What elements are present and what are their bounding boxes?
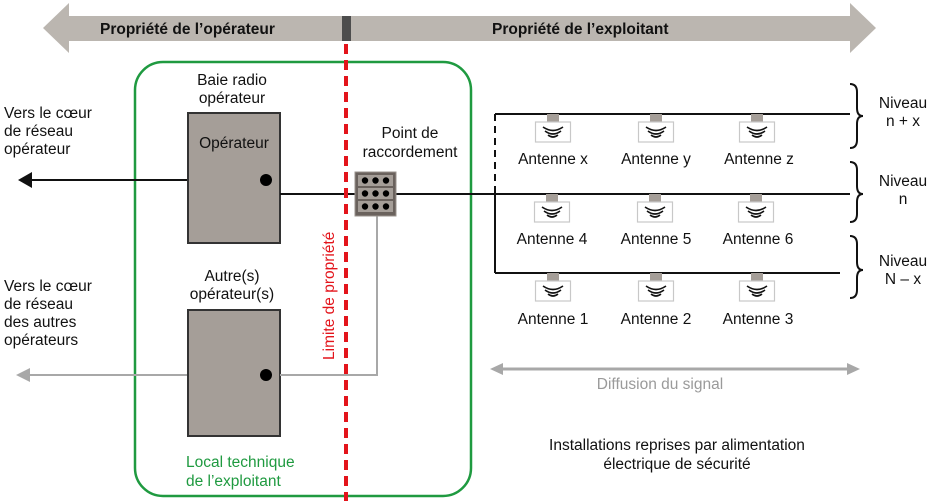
others-core-line1: Vers le cœur — [4, 278, 92, 295]
others-rack-title-line2: opérateur(s) — [190, 286, 274, 303]
antenna-2-label: Antenne 2 — [621, 311, 692, 328]
others-rack[interactable] — [187, 309, 281, 437]
property-limit-label: Limite de propriété — [321, 232, 338, 360]
connection-point-label-line1: Point de — [382, 125, 439, 142]
antenna-6[interactable] — [737, 193, 775, 223]
antenna-y[interactable] — [637, 113, 675, 143]
connection-point-panel[interactable] — [354, 171, 397, 217]
antenna-z-label: Antenne z — [724, 151, 794, 168]
antenna-1-label: Antenne 1 — [518, 311, 589, 328]
others-feeder-line — [280, 214, 378, 376]
operator-rack-title-line2: opérateur — [199, 90, 265, 107]
operator-property-label: Propriété de l’opérateur — [100, 21, 275, 38]
operator-core-line2: de réseau — [4, 123, 73, 140]
exploitant-property-label: Propriété de l’exploitant — [492, 21, 669, 38]
antenna-y-label: Antenne y — [621, 151, 691, 168]
operator-exploitant-bar — [351, 16, 850, 41]
local-label-line2: de l’exploitant — [186, 473, 281, 490]
level-n-line2: n — [899, 191, 908, 208]
others-core-line3: des autres — [4, 314, 77, 331]
local-technique-box — [133, 60, 473, 498]
antenna-4-label: Antenne 4 — [517, 231, 588, 248]
level-n-plus-x-line2: n + x — [886, 113, 920, 130]
operator-core-arrow-icon — [18, 172, 32, 188]
operator-rack-title-line1: Baie radio — [197, 72, 267, 89]
operator-core-line1: Vers le cœur — [4, 105, 92, 122]
left-arrow-head — [43, 3, 69, 53]
antenna-x[interactable] — [534, 113, 572, 143]
local-label-line1: Local technique — [186, 454, 295, 471]
antenna-1[interactable] — [534, 272, 572, 302]
antenna-3-label: Antenne 3 — [723, 311, 794, 328]
others-rack-port — [260, 369, 272, 381]
footer-note-line2: électrique de sécurité — [603, 456, 750, 473]
level-n-plus-x-line1: Niveau — [879, 95, 927, 112]
antenna-5[interactable] — [636, 193, 674, 223]
level-n-brace-icon — [849, 161, 864, 223]
operator-rack-port — [260, 174, 272, 186]
others-core-line2: de réseau — [4, 296, 73, 313]
others-core-line4: opérateurs — [4, 332, 78, 349]
level-n-minus-x-brace-icon — [849, 235, 864, 299]
antenna-4[interactable] — [533, 193, 571, 223]
antenna-2[interactable] — [637, 272, 675, 302]
level-n-plus-x-brace-icon — [849, 83, 864, 149]
antenna-6-label: Antenne 6 — [723, 231, 794, 248]
operator-property-bar — [69, 16, 342, 41]
operator-rack-label: Opérateur — [199, 135, 269, 152]
others-rack-title-line1: Autre(s) — [204, 268, 259, 285]
signal-diffusion-label: Diffusion du signal — [597, 376, 723, 393]
right-arrow-head — [850, 3, 876, 53]
signal-diffusion-arrow — [490, 363, 860, 375]
ownership-bar: Propriété de l’opérateur Propriété de l’… — [43, 3, 876, 53]
antenna-z[interactable] — [738, 113, 776, 143]
antenna-3[interactable] — [738, 272, 776, 302]
connection-point-label-line2: raccordement — [363, 144, 458, 161]
footer-note-line1: Installations reprises par alimentation — [549, 437, 805, 454]
antenna-5-label: Antenne 5 — [621, 231, 692, 248]
others-core-arrow-icon — [16, 368, 30, 382]
antenna-x-label: Antenne x — [518, 151, 588, 168]
level-n-minus-x-line2: N – x — [885, 271, 921, 288]
level-n-line1: Niveau — [879, 173, 927, 190]
level-n-minus-x-line1: Niveau — [879, 253, 927, 270]
operator-core-line3: opérateur — [4, 141, 70, 158]
boundary-marker — [342, 16, 351, 41]
